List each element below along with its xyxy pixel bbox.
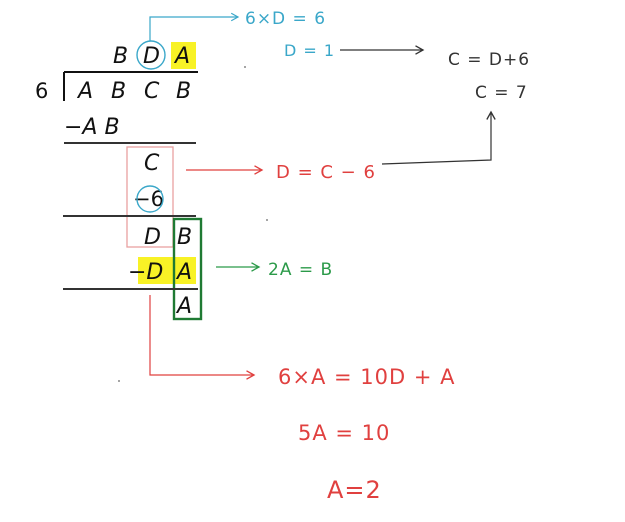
highlight-subtract-da xyxy=(138,257,196,284)
note-2a-equals-b: 2A = B xyxy=(268,260,333,280)
step3-digit-b: B xyxy=(177,225,192,250)
dividend-digit-a: A xyxy=(76,79,93,104)
quotient-digit-a: A xyxy=(173,44,190,69)
step3-digit-d: D xyxy=(144,225,161,250)
stray-dot xyxy=(266,219,268,221)
red-box-column-c xyxy=(126,146,174,248)
step3-subtract-a: A xyxy=(175,260,192,285)
arrow-red-from-da xyxy=(149,295,256,380)
dividend-digit-b: B xyxy=(111,79,126,104)
note-a-equals-2: A=2 xyxy=(327,476,382,504)
note-5a-equals-10: 5A = 10 xyxy=(298,421,390,445)
green-box-last-column xyxy=(172,217,203,321)
circle-six xyxy=(136,185,164,213)
step2-digit-c: C xyxy=(144,151,160,176)
dividend-digit-b2: B xyxy=(176,79,191,104)
note-six-times-d: 6×D = 6 xyxy=(245,9,326,29)
step3-subtract-d: −D xyxy=(128,260,163,285)
stray-dot xyxy=(244,66,246,68)
stray-dot xyxy=(118,380,120,382)
quotient-digit-b: B xyxy=(113,44,128,69)
note-6xa-equation: 6×A = 10D + A xyxy=(278,365,455,389)
arrow-blue-from-d xyxy=(149,12,240,41)
circle-quotient-d xyxy=(136,40,166,70)
remainder-digit-a: A xyxy=(175,294,192,319)
note-d-equals-1: D = 1 xyxy=(284,41,335,60)
dividend-digit-c: C xyxy=(144,79,160,104)
step1-subtract-ab: −A B xyxy=(64,115,120,140)
highlight-quotient-a xyxy=(171,42,196,69)
arrow-up-to-c-equals-7 xyxy=(381,110,496,165)
note-c-equals-7: C = 7 xyxy=(475,83,528,103)
quotient-digit-d: D xyxy=(143,44,160,69)
step2-subtract-six: −6 xyxy=(133,187,164,211)
divisor: 6 xyxy=(35,79,48,103)
note-d-equals-c-minus-6: D = C − 6 xyxy=(276,162,376,183)
note-c-equals-d-plus-6: C = D+6 xyxy=(448,50,530,70)
